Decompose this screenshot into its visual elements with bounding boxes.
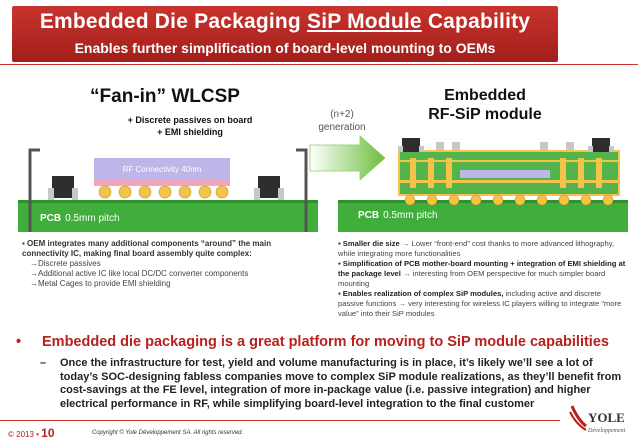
right-item: ▪ Simplification of PCB mother-board mou… [338,259,628,289]
sub-bullet: – Once the infrastructure for test, yiel… [40,357,630,411]
copyright-notice: Copyright © Yole Développement SA. All r… [92,430,243,436]
right-item: ▪ Smaller die size → Lower “front-end” c… [338,239,628,259]
solder-balls [99,186,228,198]
rf-chip-label: RF Connectivity 40nm [94,165,230,174]
generation-arrow [310,136,385,180]
main-bullet: •Embedded die packaging is a great platf… [16,334,626,350]
left-pcb-label: PCB0.5mm pitch [40,213,120,224]
left-item: →Metal Cages to provide EMI shielding [22,279,318,289]
right-description: ▪ Smaller die size → Lower “front-end” c… [338,239,628,319]
passive-component-right [254,176,284,200]
left-item: →Discrete passives [22,259,318,269]
left-description: ▪ OEM integrates many additional compone… [22,239,318,289]
yole-logo: YOLE Développement [566,402,632,438]
embedded-module [398,138,620,196]
passive-component-left [48,176,78,200]
svg-text:YOLE: YOLE [588,410,625,425]
footer-divider [0,420,560,421]
right-item: ▪ Enables realization of complex SiP mod… [338,289,628,319]
left-item: →Additional active IC like local DC/DC c… [22,269,318,279]
right-pcb-label: PCB0.5mm pitch [358,210,438,221]
slide-number: © 2013 • 10 [8,426,55,440]
svg-text:Développement: Développement [587,428,626,434]
